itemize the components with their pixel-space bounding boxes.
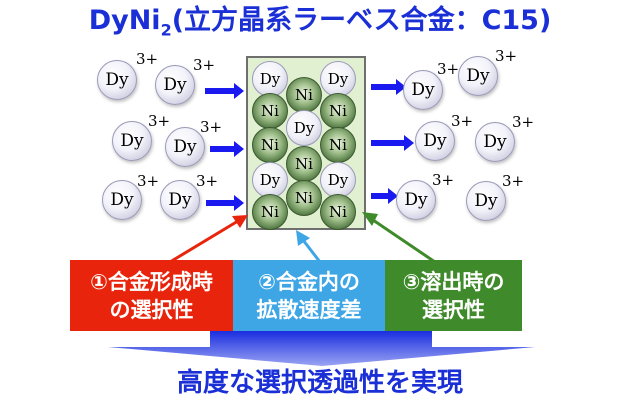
ni-atom: Ni bbox=[286, 146, 322, 182]
dy-ion: Dy bbox=[458, 56, 498, 96]
ni-atom: Ni bbox=[320, 194, 356, 230]
outflow-arrow bbox=[371, 79, 406, 95]
inflow-arrow bbox=[206, 195, 244, 211]
diagram-title: DyNi2(立方晶系ラーベス合金：C15) bbox=[0, 4, 640, 47]
inflow-arrow bbox=[205, 83, 244, 99]
ni-atom: Ni bbox=[286, 180, 322, 216]
box-line: ①合金形成時 bbox=[90, 269, 213, 294]
pointer-arrowhead-red bbox=[232, 215, 248, 228]
dy-ion: Dy bbox=[475, 122, 515, 162]
dy-atom: Dy bbox=[252, 162, 288, 198]
box-line: 選択性 bbox=[422, 297, 485, 322]
box-line: ③溶出時の bbox=[402, 269, 505, 294]
ion-charge: 3+ bbox=[495, 47, 518, 65]
pointer-arrow-blue bbox=[301, 239, 322, 263]
dy-ion: Dy bbox=[102, 180, 142, 220]
ni-atom: Ni bbox=[252, 127, 288, 163]
ion-charge: 3+ bbox=[512, 113, 535, 131]
ion-charge: 3+ bbox=[200, 118, 223, 136]
dy-ion: Dy bbox=[396, 180, 436, 220]
dyni2-crystal-block: Dy Dy Ni Ni Ni Dy Ni Ni Ni Dy Dy Ni Ni N… bbox=[246, 56, 366, 230]
ni-atom: Ni bbox=[252, 194, 288, 230]
pointer-arrow-green bbox=[369, 216, 436, 264]
dy-ion: Dy bbox=[160, 180, 200, 220]
dy-ion: Dy bbox=[403, 70, 443, 110]
dy-ion: Dy bbox=[155, 65, 195, 105]
box-dissolution-selectivity: ③溶出時の 選択性 bbox=[385, 260, 522, 331]
inflow-arrow bbox=[210, 141, 244, 157]
big-down-arrow bbox=[108, 331, 535, 366]
box-diffusion-rate-difference: ②合金内の 拡散速度差 bbox=[233, 260, 385, 331]
title-structure: (立方晶系ラーベス合金：C15) bbox=[171, 5, 552, 36]
conclusion-text: 高度な選択透過性を実現 bbox=[176, 368, 463, 398]
pointer-arrowhead-green bbox=[362, 212, 378, 226]
title-subscript: 2 bbox=[160, 20, 172, 40]
ni-atom: Ni bbox=[252, 93, 288, 129]
pointer-arrowhead-blue bbox=[296, 230, 310, 246]
pointer-arrow-red bbox=[169, 219, 239, 264]
dy-ion: Dy bbox=[97, 60, 137, 100]
outflow-arrow bbox=[371, 188, 398, 204]
ion-charge: 3+ bbox=[502, 172, 525, 190]
ion-charge: 3+ bbox=[196, 172, 219, 190]
box-line: 拡散速度差 bbox=[256, 297, 362, 322]
box-line: の選択性 bbox=[109, 297, 194, 322]
box-alloy-formation-selectivity: ①合金形成時 の選択性 bbox=[70, 260, 233, 331]
dy-ion: Dy bbox=[165, 127, 205, 167]
dy-ion: Dy bbox=[112, 121, 152, 161]
box-line: ②合金内の bbox=[258, 269, 360, 294]
ion-charge: 3+ bbox=[136, 50, 159, 68]
ion-charge: 3+ bbox=[137, 172, 160, 190]
outflow-arrow bbox=[371, 135, 414, 151]
dy-ion: Dy bbox=[466, 181, 506, 221]
dy-atom: Dy bbox=[252, 61, 288, 97]
ion-charge: 3+ bbox=[193, 56, 216, 74]
dy-atom: Dy bbox=[320, 61, 356, 97]
ion-charge: 3+ bbox=[437, 60, 460, 78]
ion-charge: 3+ bbox=[148, 112, 171, 130]
ni-atom: Ni bbox=[320, 93, 356, 129]
dy-ion: Dy bbox=[415, 121, 455, 161]
ion-charge: 3+ bbox=[432, 171, 455, 189]
title-formula: DyNi bbox=[88, 5, 161, 36]
dy-atom: Dy bbox=[286, 110, 322, 146]
ion-charge: 3+ bbox=[451, 112, 474, 130]
